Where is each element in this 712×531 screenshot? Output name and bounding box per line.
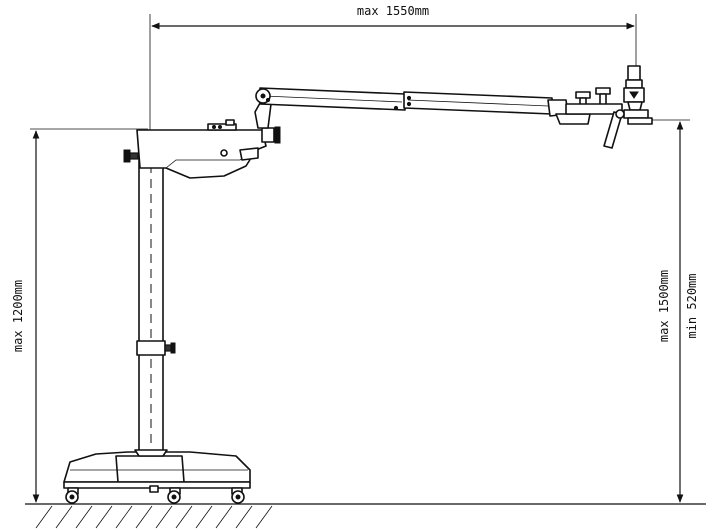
stand-column [134, 159, 176, 457]
dimension-max-height-stand: max 1200mm [11, 128, 148, 503]
dimension-label-max-height-stand: max 1200mm [11, 280, 25, 352]
dimension-max-reach: max 1550mm [149, 4, 637, 130]
articulated-arm [254, 87, 591, 129]
microscope-head [565, 65, 653, 149]
dimension-label-max-reach: max 1550mm [357, 4, 429, 18]
stand-base [63, 451, 251, 504]
caster-left [65, 487, 79, 504]
brake-knob-left [123, 149, 139, 163]
floor-line [25, 503, 706, 529]
height-adjust-collar [136, 340, 176, 356]
floor-hatching [35, 505, 273, 529]
dimension-label-max-height-head: max 1500mm [657, 270, 671, 342]
caster-center [167, 487, 181, 504]
stand-head-housing [123, 119, 281, 179]
caster-right [231, 487, 245, 504]
dimension-head-height: max 1500mm min 520mm [650, 119, 699, 503]
dimension-label-min-height-head: min 520mm [685, 273, 699, 338]
arm-joint-knob [261, 126, 281, 144]
